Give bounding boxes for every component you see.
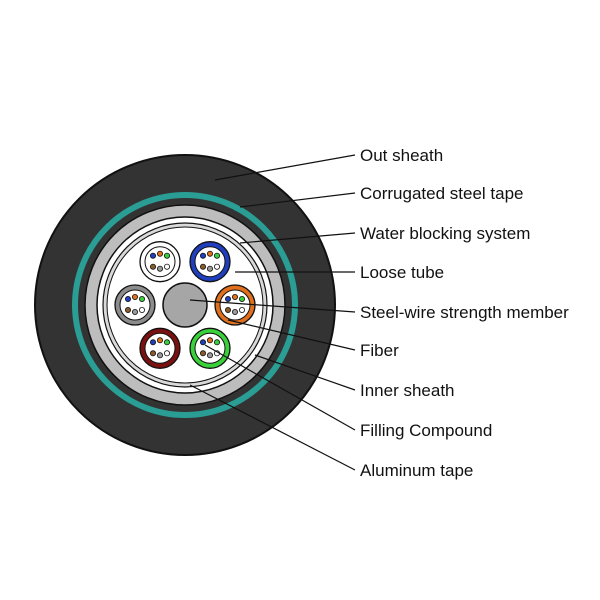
leader-corrugated-steel-tape — [239, 192, 356, 208]
fiber-core — [206, 337, 213, 344]
fiber-core — [199, 252, 206, 259]
loose-tube-blue-tube — [189, 241, 231, 283]
fiber-core — [231, 308, 238, 315]
loose-tube-gray-tube — [114, 284, 156, 326]
leader-aluminum-tape — [189, 384, 356, 471]
fiber-core — [156, 265, 163, 272]
fiber-core — [156, 352, 163, 359]
label-fiber: Fiber — [360, 341, 399, 360]
loose-tube-maroon-tube — [139, 327, 181, 369]
fiber-core — [149, 263, 156, 270]
fiber-core — [224, 295, 231, 302]
fiber-core — [213, 252, 220, 259]
fiber-core — [131, 308, 138, 315]
label-inner-sheath: Inner sheath — [360, 381, 455, 400]
leader-out-sheath — [214, 154, 356, 181]
fiber-core — [163, 350, 170, 357]
fiber-core — [238, 295, 245, 302]
leader-water-blocking-system — [239, 232, 356, 244]
fiber-core — [163, 339, 170, 346]
fiber-core — [125, 295, 132, 302]
fiber-core — [131, 293, 138, 300]
leader-fiber — [227, 319, 356, 351]
loose-tubes-group — [114, 241, 256, 369]
fiber-core — [156, 250, 163, 257]
loose-tube-orange-tube — [214, 284, 256, 326]
label-water-blocking-system: Water blocking system — [360, 224, 530, 243]
fiber-core — [206, 250, 213, 257]
fiber-core — [213, 339, 220, 346]
leader-lines — [189, 154, 356, 471]
fiber-core — [199, 339, 206, 346]
leader-steel-wire-strength-member — [189, 299, 356, 313]
fiber-core — [163, 263, 170, 270]
label-steel-wire-strength-member: Steel-wire strength member — [360, 303, 569, 322]
corrugated-steel-tape-ring — [72, 192, 298, 418]
fiber-core — [206, 265, 213, 272]
fiber-core — [199, 350, 206, 357]
leader-inner-sheath — [254, 354, 356, 391]
fiber-core — [156, 337, 163, 344]
fiber-core — [163, 252, 170, 259]
fiber-core — [125, 306, 132, 313]
fiber-core — [238, 306, 245, 313]
leader-filling-compound — [204, 344, 356, 431]
label-corrugated-steel-tape: Corrugated steel tape — [360, 184, 524, 203]
fiber-core — [149, 252, 156, 259]
fiber-core — [199, 263, 206, 270]
fiber-core — [138, 306, 145, 313]
label-loose-tube: Loose tube — [360, 263, 444, 282]
loose-tube-white-tube — [139, 241, 181, 283]
label-aluminum-tape: Aluminum tape — [360, 461, 473, 480]
fiber-core — [206, 352, 213, 359]
fiber-core — [224, 306, 231, 313]
label-filling-compound: Filling Compound — [360, 421, 492, 440]
steel-wire-strength-member — [162, 282, 208, 328]
fiber-core — [149, 339, 156, 346]
fiber-core — [213, 263, 220, 270]
fiber-core — [231, 293, 238, 300]
fiber-core — [138, 295, 145, 302]
fiber-core — [149, 350, 156, 357]
labels-group: Out sheath Corrugated steel tape Water b… — [360, 146, 569, 480]
label-out-sheath: Out sheath — [360, 146, 443, 165]
cable-cross-section — [34, 154, 336, 456]
